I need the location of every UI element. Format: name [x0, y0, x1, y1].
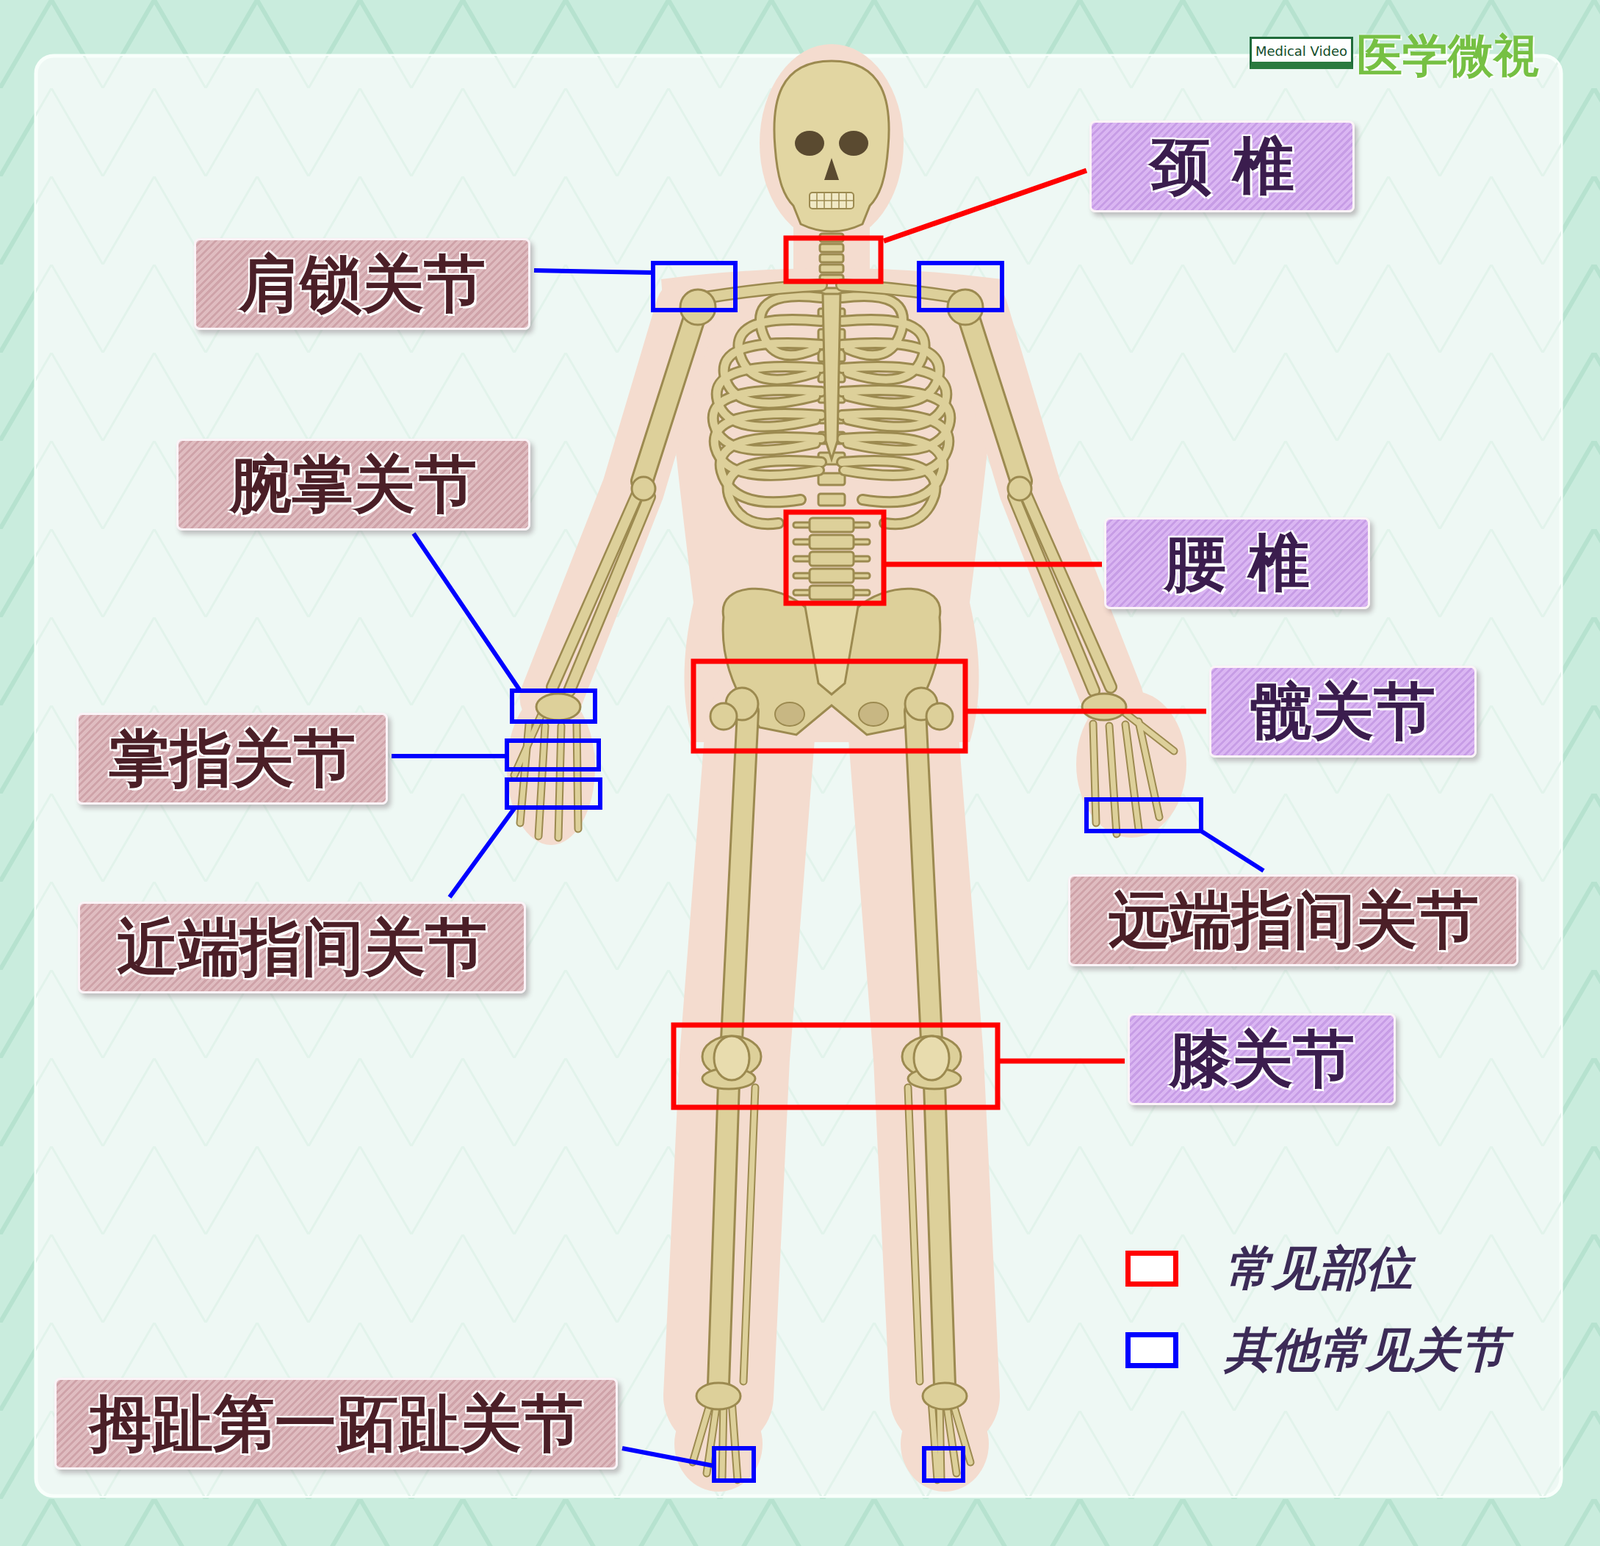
other-joint-frame [512, 690, 596, 722]
sternum [822, 293, 841, 460]
vertebra [819, 254, 844, 263]
joint-label-box: 远端指间关节 [1068, 874, 1519, 967]
legend-text: 其他常见关节 [1224, 1323, 1507, 1376]
small-bones-outline [514, 708, 1174, 1480]
tarsals [696, 1382, 741, 1409]
leader-line [413, 533, 521, 691]
joint-label-box: 膝关节 [1127, 1013, 1396, 1105]
nasal-cavity [824, 157, 839, 180]
vertebra [819, 264, 844, 273]
joint-label-box: 肩锁关节 [193, 238, 531, 330]
mid-bones [552, 285, 1111, 691]
other-joint-frame [506, 779, 601, 808]
lumbar-vertebra [809, 568, 854, 583]
joint-label: 肩锁关节 [238, 249, 486, 318]
logo-text: 医学微視 [1356, 30, 1540, 81]
head-silhouette [759, 44, 904, 243]
lumbar-vertebra [809, 585, 854, 600]
panel-pattern [35, 55, 1562, 1496]
long-bones [642, 315, 1022, 1385]
teeth-lines [809, 192, 854, 209]
sacrum [804, 602, 859, 695]
other-joint-frame [919, 262, 1003, 311]
joint-label-box: 拇趾第一跖趾关节 [54, 1377, 618, 1470]
joint-label: 近端指间关节 [116, 913, 488, 981]
joint-label: 拇趾第一跖趾关节 [89, 1389, 584, 1457]
joint-label: 腕掌关节 [229, 450, 477, 518]
torso-silhouette [661, 268, 1003, 742]
leader-line [885, 561, 1102, 568]
leader-line [999, 1058, 1125, 1064]
common-site-frame [693, 661, 966, 751]
common-site-frame [786, 512, 884, 604]
trochanter [926, 703, 953, 730]
other-joint-frame [1086, 799, 1202, 831]
joint-label-box: 腰 椎 [1104, 517, 1371, 609]
vertebra [818, 493, 845, 506]
legend-swatch [1125, 1331, 1179, 1368]
cranium [774, 60, 889, 232]
legend-item: 其他常见关节 [1125, 1323, 1507, 1376]
common-site-frame [673, 1024, 998, 1108]
eye-socket [794, 130, 825, 156]
skull [774, 60, 889, 232]
eye-socket [838, 130, 869, 156]
joint-label-box: 近端指间关节 [77, 901, 526, 994]
elbow [631, 476, 656, 501]
joint-bones [536, 289, 1127, 1409]
other-joint-frame [653, 262, 736, 311]
joint-label: 掌指关节 [108, 724, 356, 792]
leader-line [883, 170, 1087, 241]
leader-line [391, 753, 507, 759]
carpals [536, 693, 581, 720]
leader-line [534, 270, 654, 273]
joint-label-box: 掌指关节 [76, 712, 388, 805]
joint-label: 远端指间关节 [1108, 885, 1479, 954]
other-joint-frame [924, 1447, 964, 1481]
tarsals [922, 1382, 967, 1409]
joint-label: 髋关节 [1250, 677, 1436, 745]
elbow [1007, 476, 1032, 501]
panel [35, 55, 1562, 1496]
leader-line [967, 708, 1207, 715]
patella [714, 1035, 750, 1080]
humeral-head [680, 289, 716, 325]
joint-label-box: 髋关节 [1209, 665, 1477, 758]
trochanter [710, 703, 737, 730]
patella [913, 1035, 950, 1080]
logo-badge: Medical Video [1249, 36, 1354, 70]
leader-line [622, 1447, 715, 1466]
lumbar-vertebra [809, 551, 854, 566]
teeth [809, 192, 854, 209]
mid-bones-outline [552, 285, 1111, 691]
carpals [1082, 693, 1127, 720]
leader-line [1201, 830, 1264, 871]
legend-item: 常见部位 [1125, 1242, 1413, 1294]
legend-text: 常见部位 [1224, 1242, 1413, 1294]
leader-line [449, 807, 515, 897]
joint-label-box: 腕掌关节 [176, 438, 531, 531]
joint-label: 颈 椎 [1149, 132, 1295, 200]
joint-label: 膝关节 [1169, 1024, 1355, 1093]
other-joint-frame [714, 1447, 754, 1481]
long-bones-outline [642, 315, 1022, 1385]
obturator [858, 702, 889, 726]
joint-label-box: 颈 椎 [1089, 120, 1355, 213]
common-site-frames [673, 170, 1207, 1108]
legend-swatch [1125, 1250, 1179, 1287]
lumbar-vertebra [809, 517, 854, 532]
vertebra [819, 243, 844, 252]
obturator [775, 702, 805, 726]
common-site-frame [786, 238, 881, 282]
small-bones [514, 708, 1174, 1480]
lumbar-vertebra [809, 534, 854, 549]
joint-label: 腰 椎 [1164, 528, 1310, 597]
body-silhouette [506, 44, 1187, 1492]
humeral-head [947, 289, 983, 325]
other-joint-frame [506, 740, 599, 770]
